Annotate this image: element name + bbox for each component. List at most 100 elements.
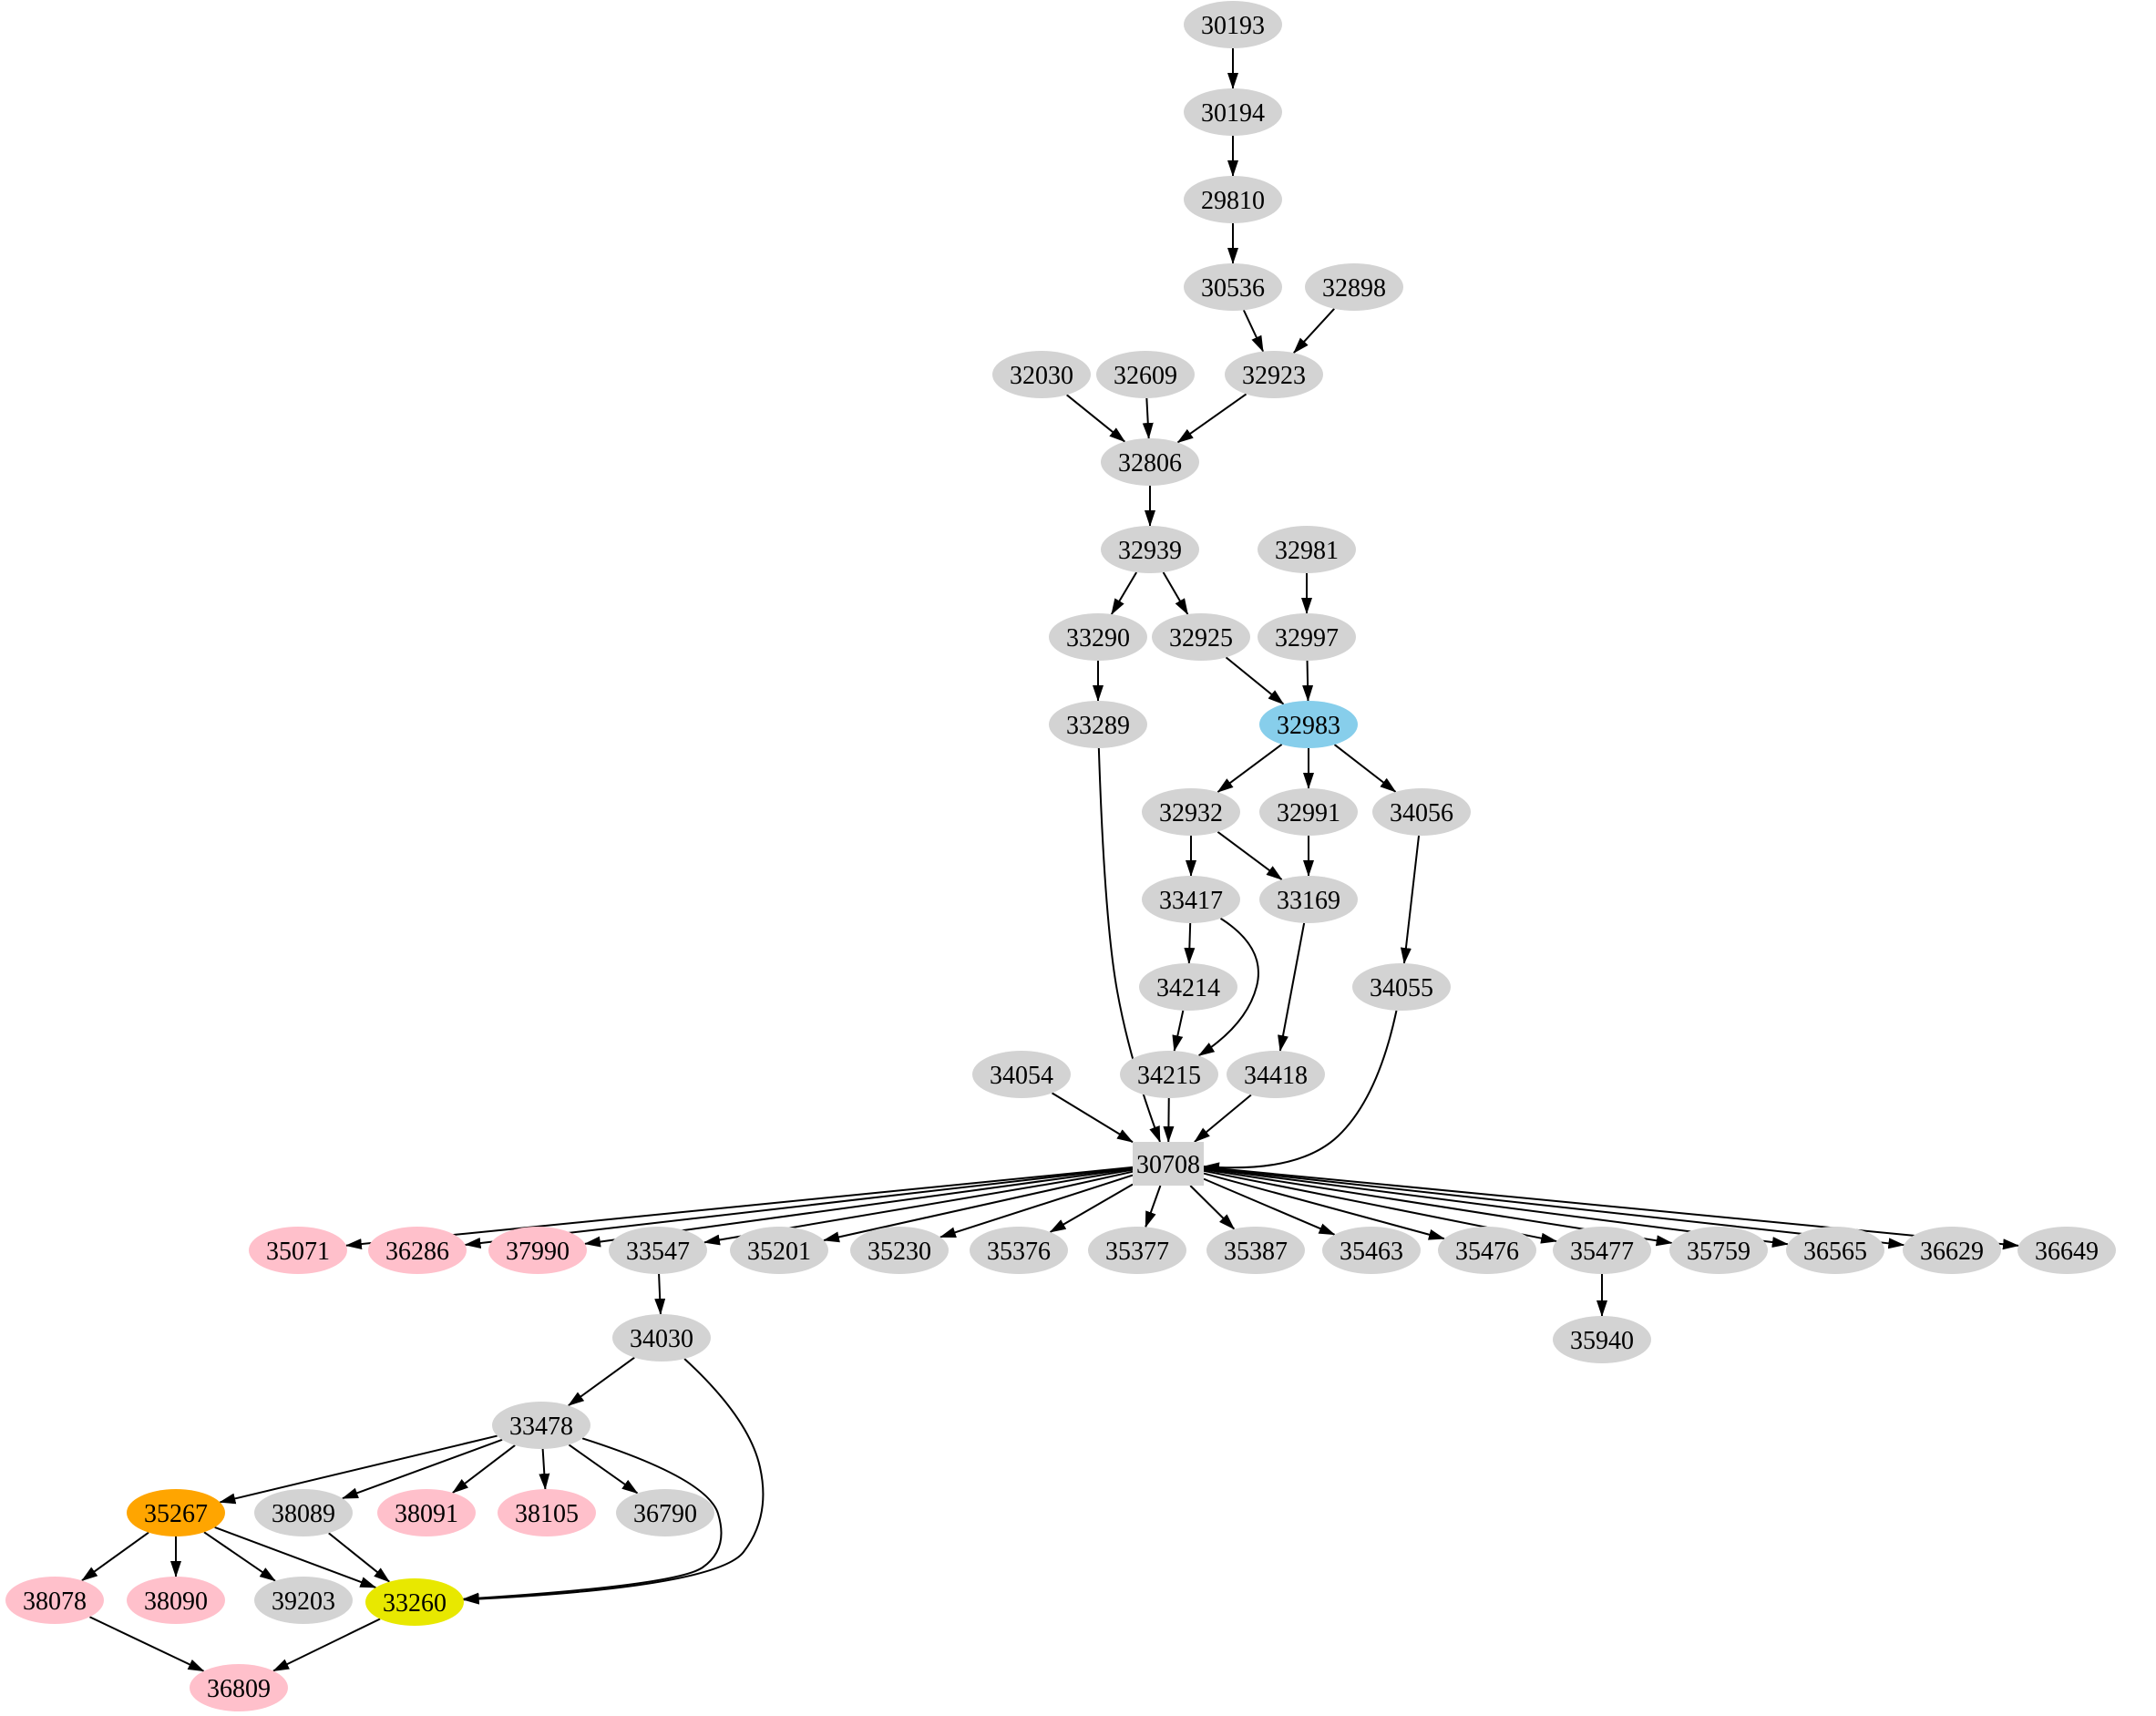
node-label-33417: 33417 xyxy=(1159,887,1223,915)
node-33478: 33478 xyxy=(492,1402,590,1449)
node-30194: 30194 xyxy=(1184,88,1282,136)
node-label-34055: 34055 xyxy=(1370,974,1433,1002)
node-34215: 34215 xyxy=(1120,1051,1218,1098)
node-shape-33478 xyxy=(492,1402,590,1449)
node-shape-34418 xyxy=(1227,1051,1325,1098)
node-shape-32983 xyxy=(1259,701,1358,748)
node-34418: 34418 xyxy=(1227,1051,1325,1098)
edge-33478-38091 xyxy=(452,1444,516,1494)
node-32923: 32923 xyxy=(1225,351,1323,398)
node-38091: 38091 xyxy=(377,1489,476,1536)
node-36286: 36286 xyxy=(368,1227,467,1274)
edge-33478-36790 xyxy=(568,1444,639,1495)
node-shape-32981 xyxy=(1258,526,1356,573)
node-label-35201: 35201 xyxy=(747,1238,811,1266)
node-label-37990: 37990 xyxy=(506,1238,570,1266)
node-label-38089: 38089 xyxy=(272,1500,335,1528)
node-label-32806: 32806 xyxy=(1118,449,1182,478)
node-35376: 35376 xyxy=(970,1227,1068,1274)
node-label-39203: 39203 xyxy=(272,1588,335,1616)
node-29810: 29810 xyxy=(1184,176,1282,223)
node-label-38091: 38091 xyxy=(395,1500,458,1528)
node-34214: 34214 xyxy=(1139,963,1237,1011)
node-shape-38091 xyxy=(377,1489,476,1536)
node-shape-33290 xyxy=(1049,613,1147,661)
edge-32609-32806 xyxy=(1142,397,1154,440)
node-35071: 35071 xyxy=(249,1227,347,1274)
node-label-35377: 35377 xyxy=(1105,1238,1169,1266)
node-label-35759: 35759 xyxy=(1687,1238,1750,1266)
node-label-29810: 29810 xyxy=(1201,187,1265,215)
node-label-36790: 36790 xyxy=(633,1500,697,1528)
edge-35267-39203 xyxy=(203,1531,276,1582)
node-34030: 34030 xyxy=(612,1314,711,1361)
node-label-30194: 30194 xyxy=(1201,99,1265,128)
node-label-33169: 33169 xyxy=(1277,887,1340,915)
node-label-30708: 30708 xyxy=(1136,1151,1200,1179)
node-33289: 33289 xyxy=(1049,701,1147,748)
node-34054: 34054 xyxy=(972,1051,1071,1098)
node-34055: 34055 xyxy=(1352,963,1451,1011)
node-shape-30193 xyxy=(1184,1,1282,48)
edge-30536-32923 xyxy=(1242,309,1265,353)
edge-30708-36629 xyxy=(1203,1166,1905,1249)
node-38090: 38090 xyxy=(127,1577,225,1624)
node-shape-35377 xyxy=(1088,1227,1186,1274)
node-shape-38090 xyxy=(127,1577,225,1624)
node-35201: 35201 xyxy=(730,1227,828,1274)
node-shape-32939 xyxy=(1101,526,1199,573)
node-label-32030: 32030 xyxy=(1010,362,1073,390)
node-label-35267: 35267 xyxy=(144,1500,208,1528)
node-35267: 35267 xyxy=(127,1489,225,1536)
node-shape-35376 xyxy=(970,1227,1068,1274)
node-shape-37990 xyxy=(488,1227,587,1274)
node-36629: 36629 xyxy=(1903,1227,2001,1274)
edge-32939-32925 xyxy=(1162,571,1189,615)
node-35230: 35230 xyxy=(850,1227,949,1274)
edge-30708-35376 xyxy=(1049,1183,1134,1233)
node-shape-35463 xyxy=(1322,1227,1421,1274)
node-label-32925: 32925 xyxy=(1169,624,1233,652)
edge-35267-33260 xyxy=(214,1526,377,1588)
node-label-36286: 36286 xyxy=(385,1238,449,1266)
node-39203: 39203 xyxy=(254,1577,353,1624)
node-30708: 30708 xyxy=(1133,1142,1204,1186)
node-shape-32806 xyxy=(1101,438,1199,486)
edge-38089-33260 xyxy=(328,1532,391,1583)
edge-32030-32806 xyxy=(1066,394,1126,443)
node-38105: 38105 xyxy=(498,1489,596,1536)
node-label-33289: 33289 xyxy=(1066,712,1130,740)
node-shape-33547 xyxy=(609,1227,707,1274)
node-35476: 35476 xyxy=(1438,1227,1536,1274)
edge-33417-34214 xyxy=(1184,922,1196,964)
node-36790: 36790 xyxy=(616,1489,714,1536)
node-label-32932: 32932 xyxy=(1159,799,1223,827)
node-32806: 32806 xyxy=(1101,438,1199,486)
node-shape-32923 xyxy=(1225,351,1323,398)
edge-32925-32983 xyxy=(1225,656,1285,705)
node-shape-38105 xyxy=(498,1489,596,1536)
node-32983: 32983 xyxy=(1259,701,1358,748)
edge-33260-36809 xyxy=(272,1618,381,1672)
node-shape-30708 xyxy=(1133,1142,1204,1186)
edge-34055-30708 xyxy=(1203,1010,1398,1174)
node-shape-33289 xyxy=(1049,701,1147,748)
node-label-35376: 35376 xyxy=(987,1238,1051,1266)
edge-35267-38078 xyxy=(81,1531,149,1582)
edge-30708-35201 xyxy=(823,1170,1134,1243)
node-label-34418: 34418 xyxy=(1244,1062,1308,1090)
node-38078: 38078 xyxy=(5,1577,104,1624)
node-35477: 35477 xyxy=(1553,1227,1651,1274)
node-label-35940: 35940 xyxy=(1570,1327,1634,1355)
node-35940: 35940 xyxy=(1553,1316,1651,1363)
edge-32983-32932 xyxy=(1217,744,1283,793)
edge-34056-34055 xyxy=(1400,835,1421,965)
node-shape-34030 xyxy=(612,1314,711,1361)
node-38089: 38089 xyxy=(254,1489,353,1536)
node-label-36649: 36649 xyxy=(2035,1238,2099,1266)
node-label-30536: 30536 xyxy=(1201,274,1265,303)
node-label-34030: 34030 xyxy=(630,1325,693,1353)
node-32981: 32981 xyxy=(1258,526,1356,573)
node-label-33478: 33478 xyxy=(509,1413,573,1441)
node-32609: 32609 xyxy=(1096,351,1195,398)
